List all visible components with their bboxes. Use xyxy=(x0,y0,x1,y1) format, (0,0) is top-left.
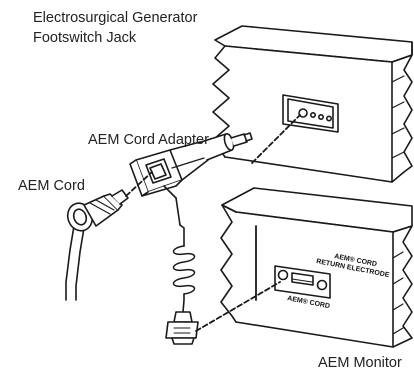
aem-monitor xyxy=(220,187,413,348)
connection-line-adapter-to-jack xyxy=(251,114,301,164)
label-aem-cord-adapter: AEM Cord Adapter xyxy=(88,132,209,148)
label-generator-line1: Electrosurgical Generator xyxy=(33,10,198,26)
label-aem-cord: AEM Cord xyxy=(18,178,85,194)
label-aem-monitor: AEM Monitor xyxy=(318,355,402,371)
label-generator-line2: Footswitch Jack xyxy=(33,30,137,46)
aem-cord xyxy=(65,189,129,301)
monitor-connector-panel xyxy=(274,265,331,299)
connection-line-adapter-to-monitor xyxy=(195,281,281,332)
connection-line-cord-to-adapter xyxy=(125,171,153,197)
footswitch-jack xyxy=(282,94,339,133)
aem-cord-adapter xyxy=(129,132,253,345)
